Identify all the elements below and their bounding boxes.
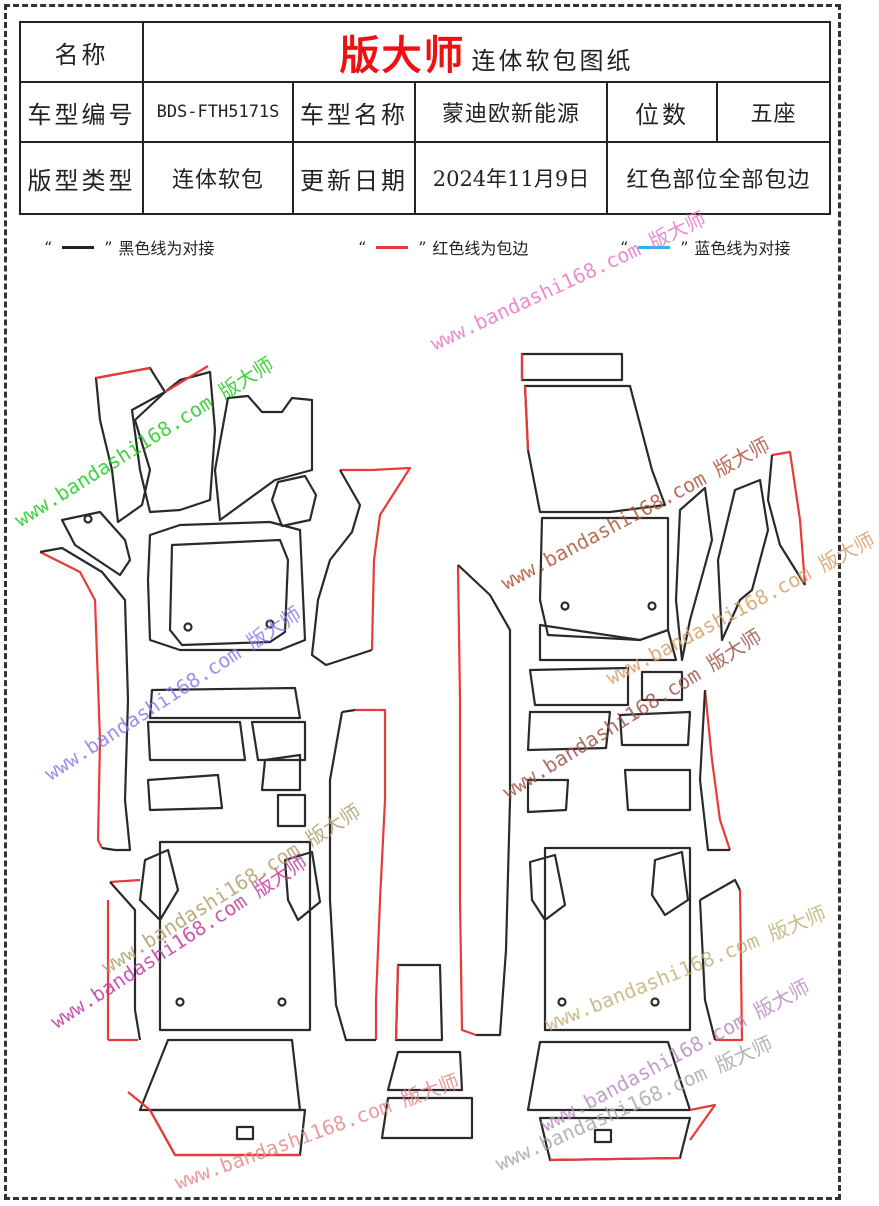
pattern-piece — [283, 850, 322, 922]
mounting-hole — [277, 997, 287, 1007]
model-code-label: 车型编号 — [19, 81, 144, 143]
pattern-piece — [618, 710, 692, 747]
pattern-piece — [213, 394, 314, 522]
pattern-piece — [715, 889, 744, 1042]
pattern-piece — [138, 1038, 302, 1112]
page-border — [4, 4, 841, 1200]
model-code-value: BDS-FTH5171S — [142, 81, 294, 143]
model-name-label: 车型名称 — [292, 81, 416, 143]
pattern-piece — [328, 708, 376, 1042]
pattern-piece — [703, 689, 732, 851]
legend-swatch-black — [62, 245, 95, 249]
legend-black: “”黑色线为对接 — [38, 236, 215, 259]
spec-row-model: 车型编号 BDS-FTH5171S 车型名称 蒙迪欧新能源 位数 五座 — [19, 81, 832, 143]
pattern-piece — [235, 1125, 255, 1141]
pattern-piece — [270, 474, 318, 528]
brand-name: 版大师 — [339, 32, 466, 79]
pattern-piece — [650, 850, 690, 917]
pattern-piece — [766, 454, 806, 586]
pattern-piece — [640, 670, 684, 702]
pattern-piece — [130, 370, 217, 514]
pattern-piece — [716, 478, 770, 642]
pattern-piece — [698, 689, 730, 852]
seats-label: 位数 — [606, 81, 718, 143]
pattern-piece — [138, 848, 180, 922]
pattern-piece — [394, 964, 400, 1041]
pattern-piece — [456, 564, 477, 1037]
name-label: 名称 — [19, 21, 144, 83]
pattern-piece — [593, 1128, 613, 1144]
pattern-piece — [520, 352, 624, 382]
pattern-piece — [523, 384, 667, 514]
legend-text-black: 黑色线为对接 — [118, 239, 215, 258]
mounting-hole — [560, 601, 570, 611]
pattern-piece — [355, 708, 387, 1040]
pattern-piece — [60, 510, 132, 577]
pattern-piece — [538, 623, 678, 662]
pattern-piece — [310, 469, 373, 667]
pattern-piece — [526, 710, 612, 752]
pattern-piece — [39, 546, 132, 852]
pattern-piece — [380, 1096, 474, 1140]
pattern-piece — [127, 1091, 300, 1157]
update-label: 更新日期 — [292, 141, 416, 215]
pattern-piece — [526, 778, 570, 814]
pattern-piece — [250, 720, 307, 762]
pattern-piece — [260, 753, 302, 792]
pattern-piece — [674, 486, 714, 662]
model-name-value: 蒙迪欧新能源 — [414, 81, 608, 143]
spec-row-title: 名称 版大师连体软包图纸 — [19, 21, 832, 83]
legend-text-blue: 蓝色线为对接 — [694, 239, 791, 258]
pattern-piece — [158, 840, 312, 1032]
pattern-piece — [340, 466, 412, 651]
spec-table: 名称 版大师连体软包图纸 车型编号 BDS-FTH5171S 车型名称 蒙迪欧新… — [19, 21, 832, 215]
drawing-title: 版大师连体软包图纸 — [141, 21, 832, 83]
edge-note: 红色部位全部包边 — [605, 141, 832, 215]
pattern-piece — [623, 768, 692, 812]
update-date-value: 2024年11月9日 — [414, 141, 608, 215]
mounting-hole — [83, 514, 93, 524]
mounting-hole — [265, 619, 275, 629]
type-value: 连体软包 — [142, 141, 294, 215]
pattern-diagram — [39, 352, 807, 1162]
type-label: 版型类型 — [19, 141, 144, 215]
legend-blue: “”蓝色线为对接 — [614, 236, 791, 259]
mounting-hole — [183, 622, 193, 632]
pattern-piece — [276, 793, 307, 828]
pattern-piece — [528, 666, 630, 707]
pattern-piece — [95, 365, 209, 393]
pattern-piece — [386, 1050, 464, 1092]
pattern-piece — [109, 881, 142, 1041]
pattern-piece — [543, 846, 692, 1032]
legend-text-red: 红色线为包边 — [432, 239, 529, 258]
pattern-piece — [146, 773, 224, 812]
mounting-hole — [557, 997, 567, 1007]
pattern-piece — [106, 878, 141, 1042]
pattern-piece — [168, 538, 290, 647]
mounting-hole — [650, 997, 660, 1007]
pattern-piece — [94, 366, 167, 524]
mounting-hole — [175, 997, 185, 1007]
legend-swatch-blue — [638, 245, 671, 249]
pattern-piece — [549, 1103, 717, 1162]
pattern-piece — [146, 520, 307, 652]
seats-value: 五座 — [715, 81, 832, 143]
legend-red: “”红色线为包边 — [352, 236, 529, 259]
mounting-hole — [647, 601, 657, 611]
pattern-piece — [528, 853, 567, 922]
pattern-piece — [698, 878, 741, 1041]
legend-swatch-red — [376, 245, 409, 249]
pattern-piece — [148, 686, 302, 720]
title-tail: 连体软包图纸 — [471, 47, 634, 75]
spec-row-type: 版型类型 连体软包 更新日期 2024年11月9日 红色部位全部包边 — [19, 141, 832, 215]
pattern-piece — [39, 551, 103, 849]
pattern-piece — [394, 963, 444, 1042]
pattern-piece — [771, 450, 807, 586]
pattern-piece — [146, 720, 247, 762]
pattern-piece — [457, 564, 512, 1037]
pattern-piece — [523, 385, 530, 451]
